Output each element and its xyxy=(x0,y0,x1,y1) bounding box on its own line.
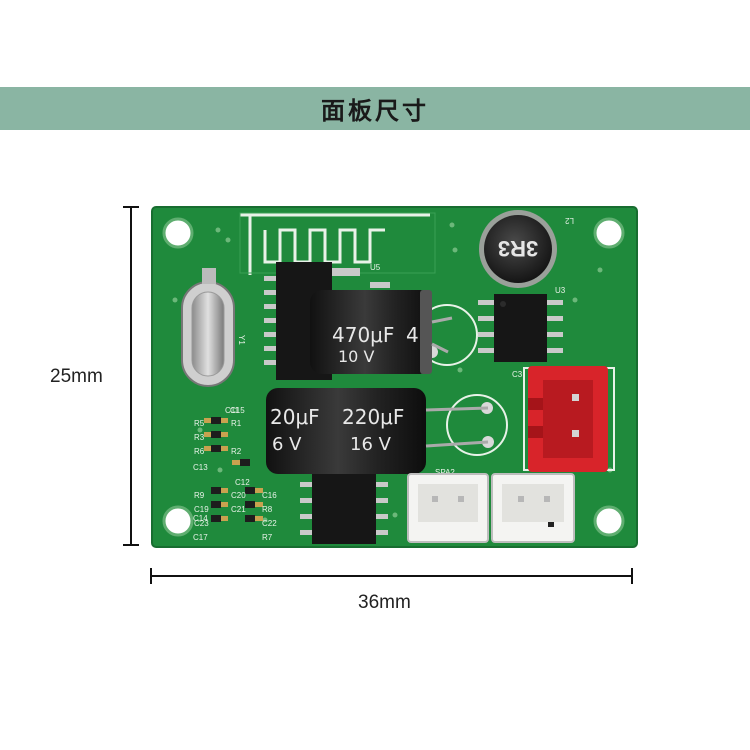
label-c17: C17 xyxy=(193,533,208,542)
ic-chip-u3 xyxy=(478,294,563,362)
width-dimension-label: 36mm xyxy=(358,592,411,613)
capacitor-2-voltage: 16 V xyxy=(350,434,392,455)
label-spa2: SPA2 xyxy=(435,468,455,477)
label-c21: C21 xyxy=(231,505,246,514)
label-u3: U3 xyxy=(555,286,566,295)
capacitor-2-capacitance: 220μF xyxy=(342,405,404,429)
electrolytic-capacitor-470uf: 470μF 4 10 V xyxy=(310,290,453,374)
label-r8: R8 xyxy=(262,505,273,514)
height-dimension-label: 25mm xyxy=(50,366,103,387)
capacitor-3-voltage: 6 V xyxy=(272,434,302,455)
capacitor-1-voltage: 10 V xyxy=(338,347,374,366)
label-c12: C12 xyxy=(235,478,250,487)
label-c14: C14 xyxy=(193,514,208,523)
label-c15: C15 xyxy=(230,406,245,415)
label-u5: U5 xyxy=(370,263,381,272)
label-r2: R2 xyxy=(231,447,242,456)
label-r7: R7 xyxy=(262,533,273,542)
label-r1: R1 xyxy=(231,419,242,428)
power-inductor: 3R3 xyxy=(479,210,557,288)
electrolytic-capacitor-220uf: 20μF 220μF 6 V 16 V xyxy=(266,388,489,474)
white-3-pin-connector xyxy=(407,473,489,543)
label-y1: Y1 xyxy=(237,335,246,345)
label-c16: C16 xyxy=(262,491,277,500)
label-c3: C3 xyxy=(512,370,523,379)
label-l2: L2 xyxy=(565,216,574,225)
label-c11: C11 xyxy=(225,406,240,415)
banner-title: 面板尺寸 xyxy=(321,97,429,125)
capacitor-1-capacitance: 470μF xyxy=(332,323,394,347)
label-r6: R6 xyxy=(194,447,205,456)
white-2-pin-connector xyxy=(491,473,575,543)
ic-chip-lower xyxy=(300,474,388,544)
smd-components xyxy=(204,418,263,521)
label-c20: C20 xyxy=(231,491,246,500)
label-c13: C13 xyxy=(193,463,208,472)
label-r9: R9 xyxy=(194,491,205,500)
wifi-antenna-trace xyxy=(240,213,430,275)
red-2-pin-connector xyxy=(523,366,615,472)
capacitor-3-capacitance: 20μF xyxy=(270,405,320,429)
title-banner: 面板尺寸 xyxy=(0,87,750,130)
width-dimension-line xyxy=(150,568,633,584)
label-r5: R5 xyxy=(194,419,205,428)
label-c23: C23 xyxy=(194,519,209,528)
silkscreen-labels: U5 U3 L2 Y1 C3 SPA2 C11 C13 C12 C14 C15 … xyxy=(193,216,574,542)
inductor-marking: 3R3 xyxy=(498,236,538,261)
label-r3: R3 xyxy=(194,433,205,442)
mounting-hole xyxy=(162,217,625,537)
capacitor-1-edge-char: 4 xyxy=(406,323,419,347)
label-c22: C22 xyxy=(262,519,277,528)
crystal-oscillator xyxy=(181,268,235,387)
height-dimension-line xyxy=(123,206,139,546)
label-c19: C19 xyxy=(194,505,209,514)
